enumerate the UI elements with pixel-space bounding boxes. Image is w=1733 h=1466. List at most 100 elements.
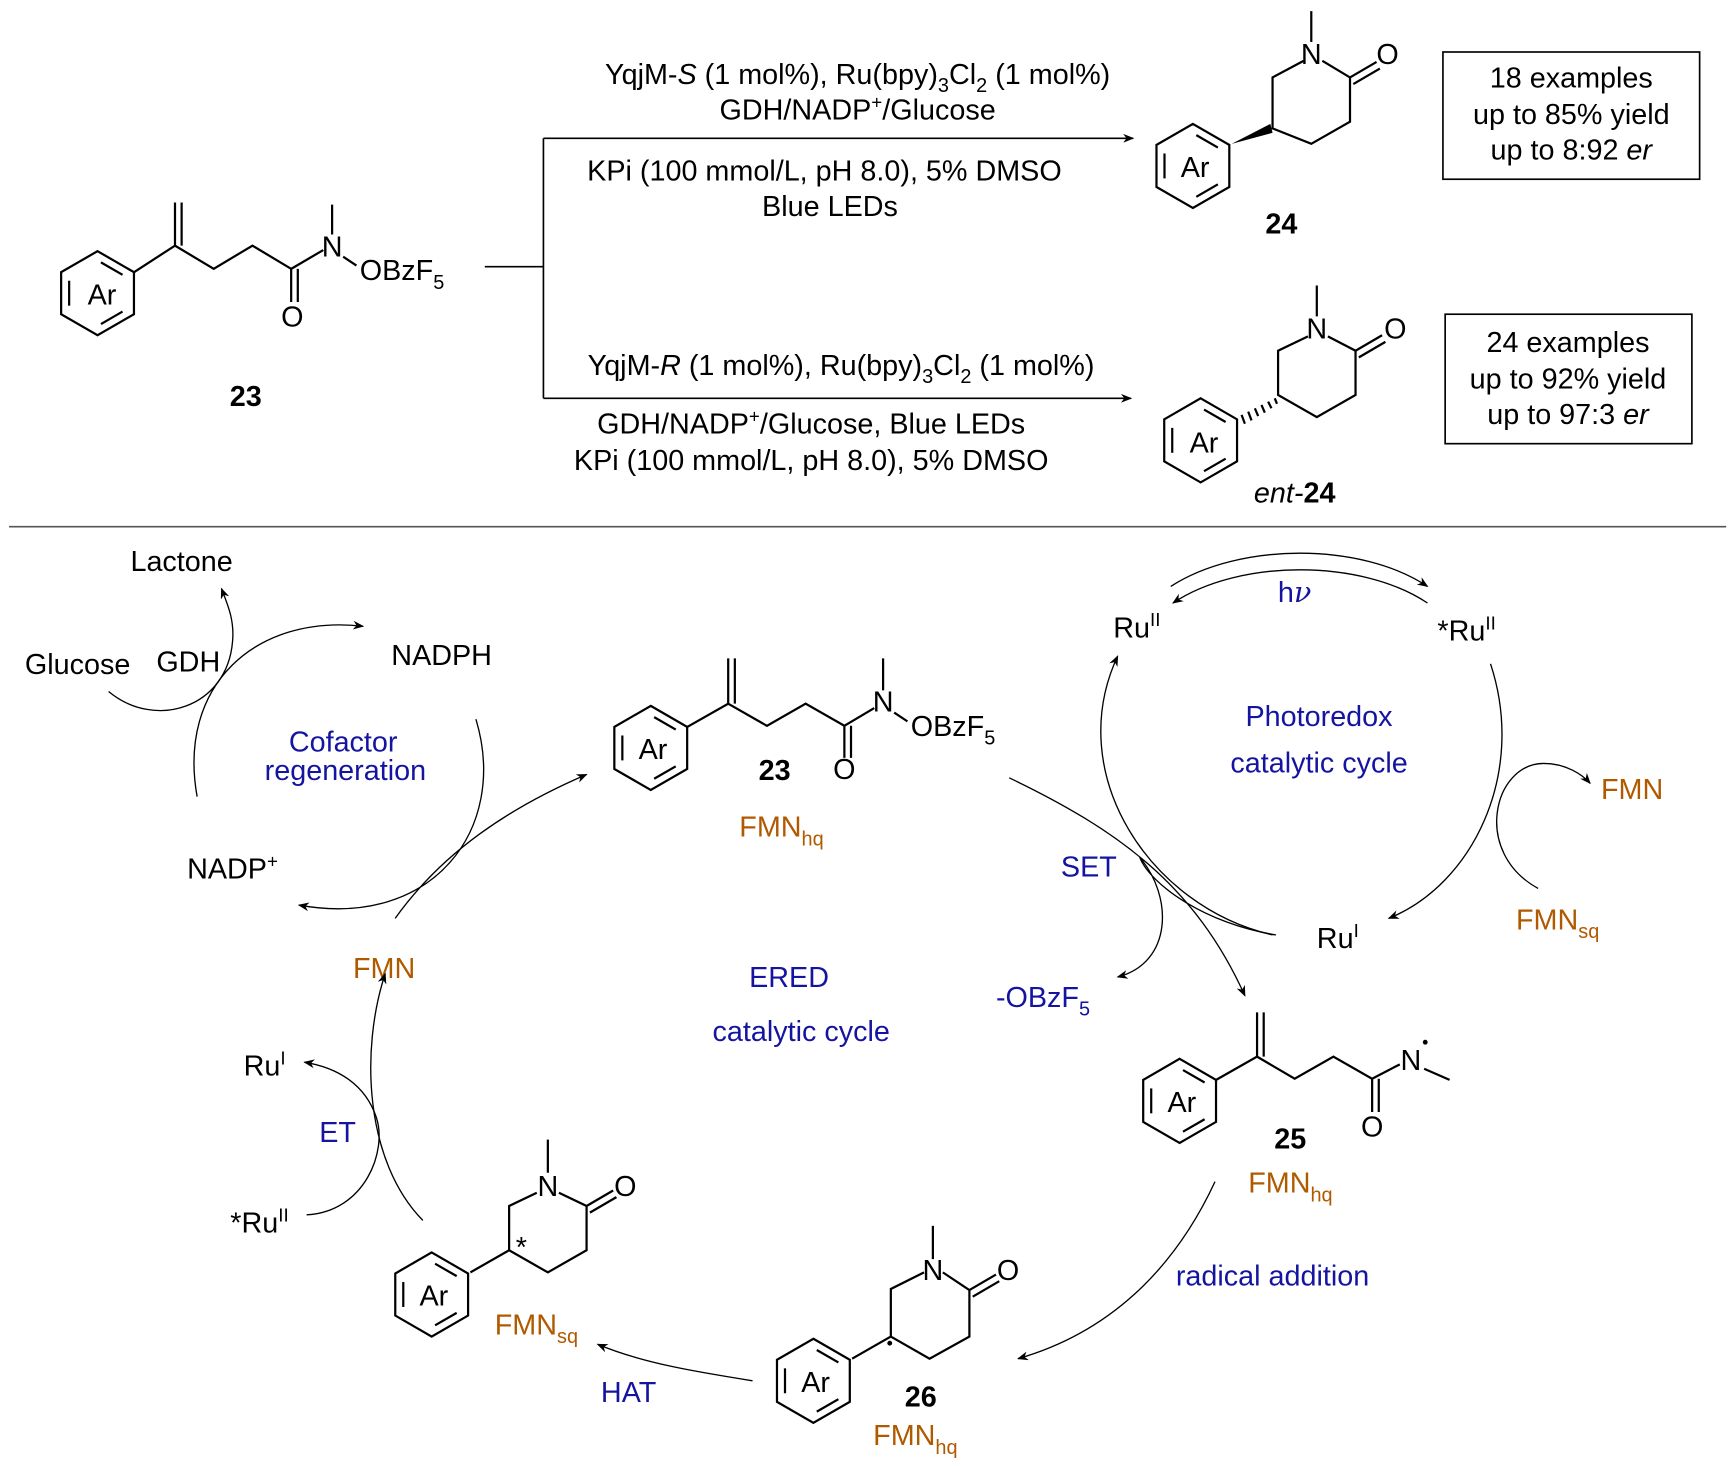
fmn-label: FMN	[353, 953, 415, 985]
double-bond	[1203, 457, 1227, 473]
double-bond	[1203, 408, 1227, 423]
aryl-ring	[613, 704, 689, 792]
svg-text:N: N	[1306, 314, 1327, 346]
reaction-arrows	[484, 133, 1135, 403]
set-arrows	[1008, 777, 1276, 997]
product-24: Ar N O 24	[1155, 11, 1399, 240]
photoredox-title: Photoredox	[1245, 701, 1393, 733]
cycle-title: regeneration	[265, 755, 426, 787]
svg-text:O: O	[1376, 39, 1398, 71]
conditions-S: YqjM-S (1 mol%), Ru(bpy)3Cl2 (1 mol%) GD…	[587, 59, 1110, 223]
ru1-label: RuI	[1317, 920, 1359, 955]
svg-text:FMNhq: FMNhq	[873, 1420, 957, 1459]
double-bond	[1182, 1069, 1206, 1084]
ru2-excited-label: *RuII	[1437, 613, 1495, 648]
radical-dot	[1422, 1039, 1428, 1045]
compound-26: Ar N O 26 FMNhq	[775, 1225, 1019, 1459]
double-bond	[1195, 134, 1219, 149]
lactone-label: Lactone	[130, 546, 232, 578]
ar-label: Ar	[1181, 152, 1210, 184]
svg-text:up to 92% yield: up to 92% yield	[1470, 363, 1667, 395]
set-label: SET	[1061, 851, 1117, 883]
conditions-line-1: YqjM-R (1 mol%), Ru(bpy)3Cl2 (1 mol%)	[588, 350, 1095, 388]
double-bond	[1195, 183, 1219, 198]
svg-text:up to 8:92 er: up to 8:92 er	[1491, 134, 1654, 166]
et-step: ET RuI *RuII	[230, 972, 424, 1240]
svg-text:N: N	[923, 1255, 944, 1287]
aryl-ring	[1142, 1057, 1218, 1145]
svg-text:Ar: Ar	[1167, 1087, 1196, 1119]
hash-bond	[1240, 397, 1279, 425]
et-label: ET	[319, 1117, 356, 1149]
cofactor-regeneration-cycle: Lactone Glucose GDH NADPH Cofactor regen…	[25, 546, 588, 985]
aryl-ring	[60, 249, 136, 337]
hat-label: HAT	[601, 1377, 656, 1409]
nadph-label: NADPH	[391, 640, 492, 672]
svg-text:FMNhq: FMNhq	[1248, 1168, 1332, 1207]
double-bond	[434, 1311, 458, 1327]
svg-text:*: *	[516, 1232, 527, 1264]
svg-text:O: O	[833, 754, 855, 786]
oxygen-label: O	[281, 301, 303, 333]
svg-text:N: N	[873, 686, 894, 718]
conditions-line-3: KPi (100 mmol/L, pH 8.0), 5% DMSO	[574, 445, 1049, 477]
svg-text:Ar: Ar	[801, 1367, 830, 1399]
obzf5-label: OBzF5	[360, 255, 445, 294]
svg-text:18 examples: 18 examples	[1490, 62, 1653, 94]
conditions-line-3: KPi (100 mmol/L, pH 8.0), 5% DMSO	[587, 155, 1062, 187]
ered-title: ERED	[749, 962, 829, 994]
double-bond	[100, 261, 124, 276]
hat-arrow	[596, 1343, 753, 1382]
svg-text:O: O	[614, 1171, 636, 1203]
double-bond	[1182, 1118, 1206, 1133]
wedge-bond	[1231, 123, 1273, 144]
svg-text:25: 25	[1274, 1123, 1306, 1155]
double-bond	[100, 310, 124, 325]
conditions-line-4: Blue LEDs	[762, 191, 898, 223]
gdh-label: GDH	[156, 647, 220, 679]
double-bond	[816, 1349, 839, 1364]
svg-text:23: 23	[759, 755, 791, 787]
conditions-line-1: YqjM-S (1 mol%), Ru(bpy)3Cl2 (1 mol%)	[605, 59, 1110, 97]
radical-addition-arrow	[1017, 1181, 1216, 1361]
conditions-line-2: GDH/NADP+/Glucose	[720, 91, 996, 126]
compound-23-top: Ar N O OBzF5 23	[60, 202, 445, 413]
aryl-ring	[1163, 397, 1239, 484]
svg-text:24 examples: 24 examples	[1486, 327, 1649, 359]
svg-text:Ar: Ar	[639, 734, 668, 766]
aryl-ring	[775, 1337, 851, 1425]
obzf5-leaving-label: -OBzF5	[996, 982, 1090, 1021]
hv-label: hν	[1278, 575, 1311, 609]
compound-number: 24	[1265, 208, 1297, 240]
conditions-R: YqjM-R (1 mol%), Ru(bpy)3Cl2 (1 mol%) GD…	[574, 350, 1095, 477]
compound-23-cycle: Ar N O OBzF5 23 FMNhq	[613, 658, 995, 850]
svg-text:26: 26	[905, 1381, 937, 1413]
compound-number: ent-24	[1254, 477, 1336, 509]
double-bond	[653, 765, 677, 780]
ru2-excited-label: *RuII	[230, 1204, 288, 1239]
svg-text:up to 85% yield: up to 85% yield	[1473, 99, 1670, 131]
double-bond	[816, 1398, 839, 1413]
fmnhq-label: FMNhq	[739, 811, 823, 850]
svg-text:Ar: Ar	[420, 1281, 449, 1313]
results-box-R: 24 examples up to 92% yield up to 97:3 e…	[1444, 313, 1693, 445]
fmnsq-label: FMNsq	[1516, 904, 1599, 943]
svg-text:N: N	[1301, 39, 1322, 71]
double-bond	[653, 716, 677, 731]
radical-dot	[887, 1340, 893, 1346]
ru1-label: RuI	[244, 1047, 286, 1082]
ar-label: Ar	[88, 279, 117, 311]
svg-text:O: O	[997, 1255, 1019, 1287]
nadp-label: NADP+	[187, 850, 278, 885]
photoredox-cycle: RuII *RuII hν Photoredox catalytic cycle…	[1100, 552, 1663, 955]
fmnsq-label: FMNsq	[495, 1309, 578, 1348]
radical-addition-label: radical addition	[1176, 1261, 1369, 1293]
svg-text:up to 97:3 er: up to 97:3 er	[1487, 399, 1650, 431]
compound-25: Ar N O 25 FMNhq	[1142, 1012, 1451, 1207]
cycle-title: Cofactor	[289, 726, 398, 758]
photoredox-title: catalytic cycle	[1230, 747, 1407, 779]
svg-text:N: N	[1400, 1045, 1421, 1077]
ar-label: Ar	[1190, 428, 1219, 460]
aryl-ring	[394, 1251, 470, 1338]
compound-number: 23	[230, 381, 262, 413]
